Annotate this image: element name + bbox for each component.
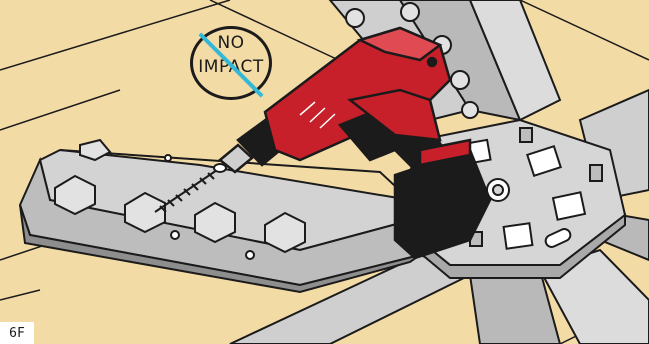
no-impact-warning-badge: NO IMPACT xyxy=(190,26,272,100)
step-label: 6F xyxy=(0,322,34,344)
